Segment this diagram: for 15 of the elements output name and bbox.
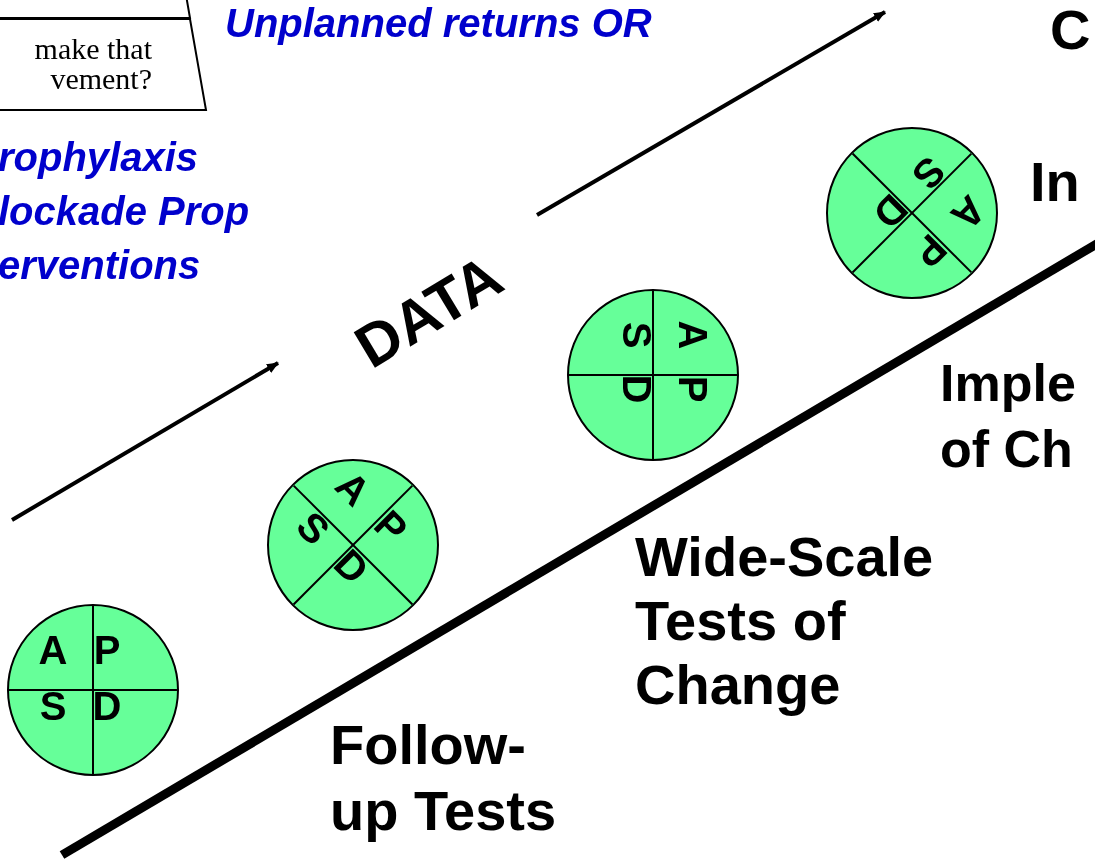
quadrant-letter: S [38, 684, 68, 728]
quadrant-letter: P [671, 374, 715, 405]
stage-label: Imple of Ch [940, 353, 1077, 480]
quadrant-letter: P [92, 628, 122, 672]
stage-label: Wide-Scale Tests of Change [635, 525, 935, 717]
box-text: make that vement? [33, 34, 152, 94]
heading-text: C [1050, 0, 1091, 62]
quadrant-letter: D [91, 684, 123, 728]
note-text: Unplanned returns OR [225, 0, 652, 47]
quadrant-letter: D [615, 373, 659, 406]
quadrant-letter: A [37, 628, 69, 672]
quadrant-letter: S [615, 320, 659, 351]
stage-label: Follow- up Tests [330, 712, 558, 844]
heading-text: In [1030, 150, 1080, 214]
quadrant-letter: A [671, 319, 715, 352]
